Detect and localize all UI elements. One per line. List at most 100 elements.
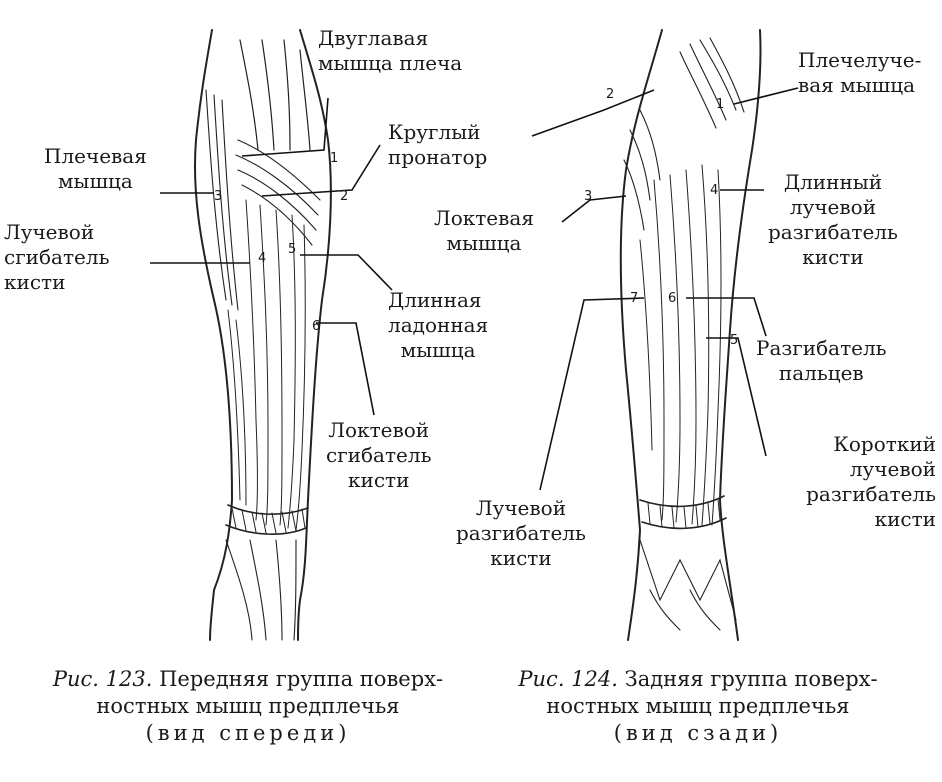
label-biceps-line-1: Двуглавая xyxy=(318,26,429,50)
label-ulnar-flexor: Локтевой сгибатель кисти xyxy=(326,418,431,493)
label-pronator: Круглый пронатор xyxy=(388,120,487,170)
leader-finger-extensor xyxy=(686,297,767,337)
leader-palmaris xyxy=(300,254,393,291)
label-biceps: Двуглавая мышца плеча xyxy=(318,26,462,76)
label-long-radial-extensor-line-3: разгибатель xyxy=(768,220,898,244)
posterior-number-3: 3 xyxy=(584,189,592,204)
posterior-number-4: 4 xyxy=(710,183,718,198)
caption-123-line-3: (вид спереди) xyxy=(145,721,351,745)
label-short-radial-extensor-line-4: кисти xyxy=(874,507,936,531)
label-anconeus-line-2: мышца xyxy=(446,231,522,255)
leader-anconeus xyxy=(561,195,627,223)
posterior-wrist-hatch xyxy=(647,498,721,529)
label-anconeus: Локтевая мышца xyxy=(434,206,534,256)
posterior-number-1: 1 xyxy=(716,97,724,112)
leader-number-2 xyxy=(531,89,655,137)
leader-ulnar-flexor xyxy=(316,322,375,416)
anterior-wrist-band xyxy=(225,504,309,535)
anterior-wrist-hatch xyxy=(231,507,306,534)
label-ulnar-flexor-line-3: кисти xyxy=(348,468,410,492)
posterior-number-6: 6 xyxy=(668,291,676,306)
caption-124-line-3: (вид сзади) xyxy=(613,721,783,745)
label-finger-extensor-line-2: пальцев xyxy=(778,361,864,385)
caption-123-line-2: ностных мышц предплечья xyxy=(96,694,400,718)
anconeus-sketch xyxy=(623,109,661,231)
posterior-number-7: 7 xyxy=(630,291,638,306)
label-short-radial-extensor: Короткий лучевой разгибатель кисти xyxy=(806,432,936,532)
caption-123-number: Рис. 123. xyxy=(52,667,153,691)
anterior-number-2: 2 xyxy=(340,189,348,204)
posterior-forearm-outline-right xyxy=(718,29,762,641)
posterior-hand-sketch xyxy=(639,539,737,631)
brachialis-sketch xyxy=(205,89,239,311)
label-finger-extensor: Разгибатель пальцев xyxy=(756,336,887,386)
label-finger-extensor-line-1: Разгибатель xyxy=(756,336,887,360)
pronator-sketch xyxy=(235,139,321,246)
leader-short-radial-extensor xyxy=(706,337,767,457)
caption-124-number: Рис. 124. xyxy=(518,667,618,691)
label-brachialis-line-2: мышца xyxy=(57,169,133,193)
caption-123-line-1: Передняя группа поверх- xyxy=(159,667,444,691)
anterior-number-6: 6 xyxy=(312,319,320,334)
anterior-hand-sketch xyxy=(225,539,297,641)
caption-figure-124: Рис. 124. Задняя группа поверх- ностных … xyxy=(488,666,908,747)
label-ulnar-flexor-line-1: Локтевой xyxy=(328,418,430,442)
label-brachialis-line-1: Плечевая xyxy=(44,144,147,168)
label-brachialis: Плечевая мышца xyxy=(44,144,147,194)
label-palmaris-line-1: Длинная xyxy=(388,288,482,312)
label-ulnar-flexor-line-2: сгибатель xyxy=(326,443,432,467)
anterior-number-marks: 1 2 3 4 5 6 xyxy=(214,151,348,334)
label-radial-extensor-line-1: Лучевой xyxy=(475,496,567,520)
label-palmaris-line-3: мышца xyxy=(400,338,476,362)
label-biceps-line-2: мышца плеча xyxy=(318,51,463,75)
biceps-tendon-sketch xyxy=(239,39,311,151)
caption-124-line-1: Задняя группа поверх- xyxy=(624,667,878,691)
anterior-number-3: 3 xyxy=(214,189,222,204)
anterior-number-1: 1 xyxy=(330,151,338,166)
label-radial-flexor-line-3: кисти xyxy=(4,270,66,294)
label-radial-extensor-line-2: разгибатель xyxy=(456,521,586,545)
leader-pronator xyxy=(261,144,381,197)
label-anconeus-line-1: Локтевая xyxy=(434,206,534,230)
posterior-forearm-drawing xyxy=(619,29,762,641)
caption-figure-123: Рис. 123. Передняя группа поверх- ностны… xyxy=(28,666,468,747)
anterior-number-5: 5 xyxy=(288,242,296,257)
label-radial-flexor-line-1: Лучевой xyxy=(4,220,95,244)
anterior-number-4: 4 xyxy=(258,251,266,266)
label-brachioradialis: Плечелуче- вая мышца xyxy=(798,48,921,98)
posterior-forearm-outline-left xyxy=(619,29,663,641)
label-long-radial-extensor-line-1: Длинный xyxy=(783,170,883,194)
label-radial-extensor-line-3: кисти xyxy=(490,546,552,570)
anterior-forearm-outline-right xyxy=(297,29,332,641)
anterior-leader-lines xyxy=(150,97,393,416)
posterior-number-2: 2 xyxy=(606,87,614,102)
label-palmaris: Длинная ладонная мышца xyxy=(388,288,488,363)
leader-brachioradialis xyxy=(733,87,799,105)
label-radial-flexor-line-2: сгибатель xyxy=(4,245,110,269)
extensors-sketch xyxy=(639,164,722,526)
posterior-leader-lines xyxy=(531,87,799,491)
label-pronator-line-2: пронатор xyxy=(388,145,488,169)
label-short-radial-extensor-line-2: лучевой xyxy=(849,457,936,481)
posterior-number-5: 5 xyxy=(730,333,738,348)
flexors-sketch xyxy=(227,199,306,531)
brachioradialis-sketch xyxy=(679,37,745,129)
label-palmaris-line-2: ладонная xyxy=(388,313,489,337)
posterior-number-marks: 1 2 3 4 5 6 7 xyxy=(584,87,738,348)
leader-radial-extensor xyxy=(539,297,645,491)
label-short-radial-extensor-line-1: Короткий xyxy=(833,432,936,456)
label-brachioradialis-line-1: Плечелуче- xyxy=(798,48,922,72)
label-short-radial-extensor-line-3: разгибатель xyxy=(806,482,936,506)
leader-biceps xyxy=(241,97,329,157)
label-long-radial-extensor-line-2: лучевой xyxy=(789,195,877,219)
label-pronator-line-1: Круглый xyxy=(388,120,481,144)
label-radial-extensor: Лучевой разгибатель кисти xyxy=(456,496,586,571)
label-long-radial-extensor: Длинный лучевой разгибатель кисти xyxy=(768,170,898,270)
anterior-forearm-drawing xyxy=(193,29,332,641)
caption-124-line-2: ностных мышц предплечья xyxy=(546,694,850,718)
anterior-forearm-outline xyxy=(193,29,234,641)
label-long-radial-extensor-line-4: кисти xyxy=(802,245,864,269)
label-radial-flexor: Лучевой сгибатель кисти xyxy=(4,220,109,295)
